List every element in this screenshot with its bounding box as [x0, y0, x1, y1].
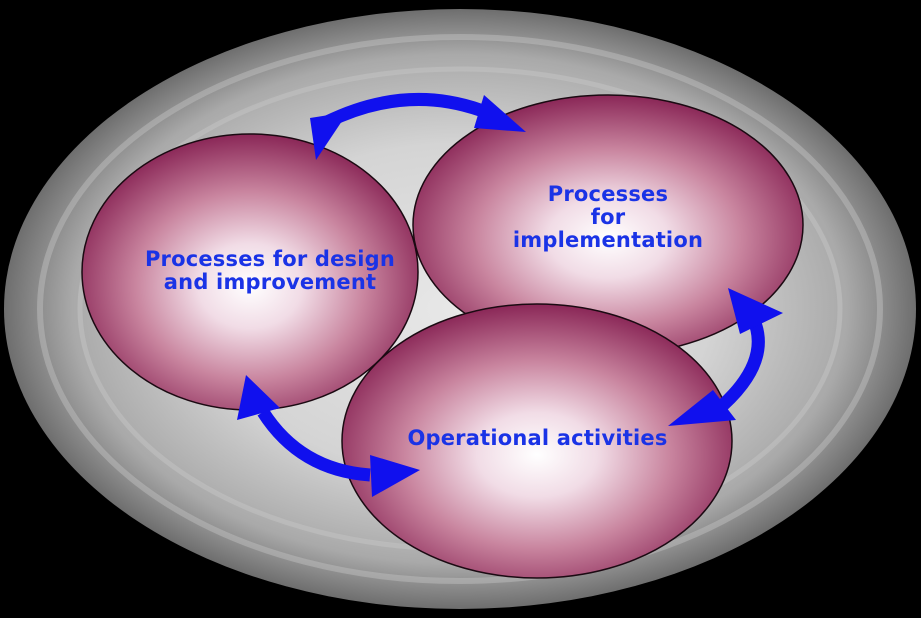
arrowhead-implementation-right — [728, 288, 783, 334]
arrow-design-operational — [257, 408, 371, 482]
arrowhead-implementation-end — [474, 95, 526, 132]
node-label-design: Processes for design and improvement — [144, 247, 396, 294]
arrowhead-design-bottom — [237, 375, 280, 420]
arrow-implementation-operational — [718, 315, 765, 410]
node-label-operational: Operational activities — [407, 426, 668, 450]
arrowhead-operational-right — [668, 390, 736, 426]
arrowhead-operational-left — [370, 455, 420, 497]
platter-ring — [37, 34, 883, 584]
node-label-implementation: Processes for implementation — [512, 182, 704, 252]
sphere-operational — [341, 303, 733, 579]
arrowhead-design-end — [310, 112, 348, 160]
